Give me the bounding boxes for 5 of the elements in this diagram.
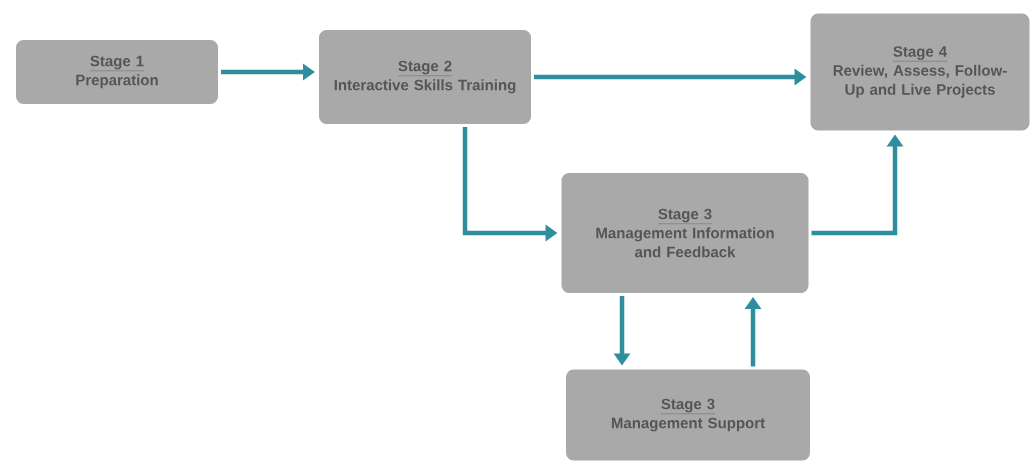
stage-box: Stage 3 Management Information and Feedback: [558, 170, 812, 296]
stage-box: Stage 1 Preparation: [13, 37, 221, 107]
stage-box: Stage 4 Review, Assess, Follow-Up and Live Projects: [807, 10, 1033, 134]
stage-box: Stage 2 Interactive Skills Training: [316, 27, 534, 127]
stage-box: Stage 3 Management Support: [563, 366, 813, 464]
